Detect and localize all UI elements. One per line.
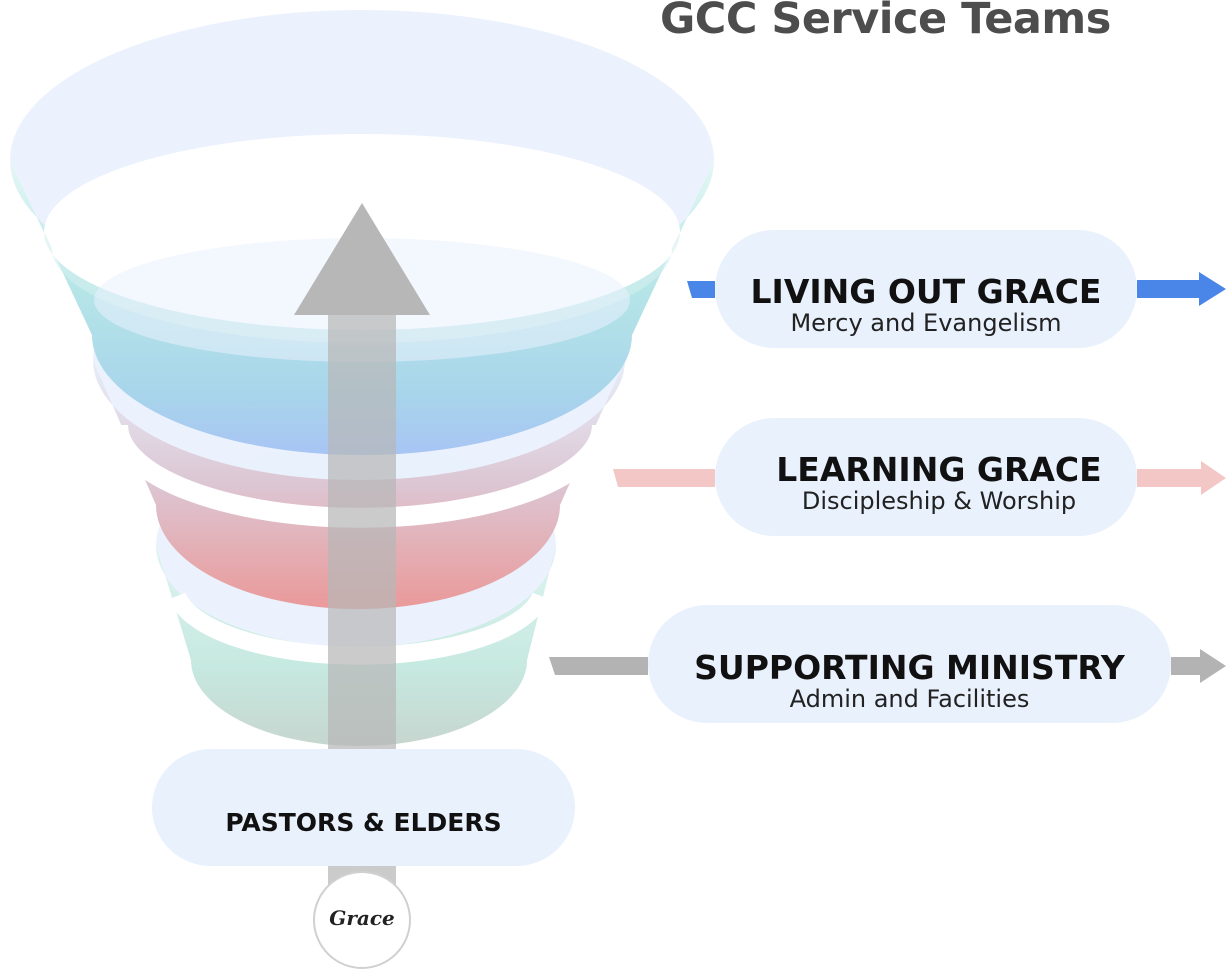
arrow-supporting-ministry [549,649,1226,683]
tier-heading: LEARNING GRACE [776,450,1102,489]
page-title: GCC Service Teams [660,0,1111,44]
tier-subheading: Mercy and Evangelism [790,309,1062,337]
tier-card-living-out-grace: LIVING OUT GRACE Mercy and Evangelism [715,230,1137,348]
tier-card-supporting-ministry: SUPPORTING MINISTRY Admin and Facilities [648,605,1171,723]
arrow-living-out-grace [687,272,1226,306]
base-label: PASTORS & ELDERS [225,808,502,837]
tier-heading: LIVING OUT GRACE [750,272,1102,311]
tier-subheading: Discipleship & Worship [801,487,1077,515]
tier-subheading: Admin and Facilities [789,685,1030,713]
tier-card-learning-grace: LEARNING GRACE Discipleship & Worship [715,418,1137,536]
tier-heading: SUPPORTING MINISTRY [694,648,1125,687]
base-card-pastors-elders: PASTORS & ELDERS [152,749,575,866]
arrow-learning-grace [613,461,1226,495]
grace-seal: Grace [313,871,411,969]
grace-seal-label: Grace [329,906,395,930]
